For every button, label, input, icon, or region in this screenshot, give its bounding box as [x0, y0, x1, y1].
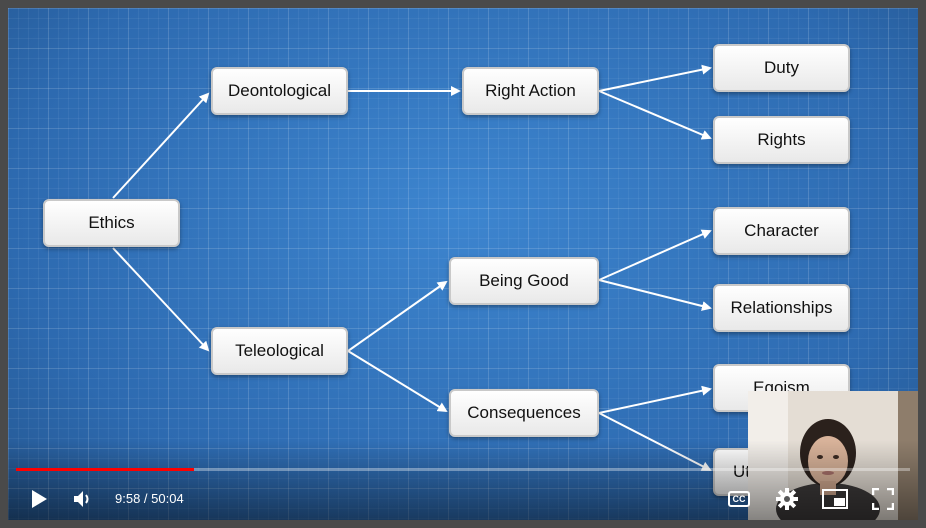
play-icon [32, 490, 47, 508]
arrow-ethics-teleological [112, 247, 210, 352]
node-relationships: Relationships [713, 284, 850, 332]
progress-bar[interactable] [16, 468, 910, 471]
node-rights: Rights [713, 116, 850, 164]
node-being-good: Being Good [449, 257, 599, 305]
fullscreen-button[interactable] [870, 486, 896, 512]
node-character: Character [713, 207, 850, 255]
miniplayer-icon [822, 489, 848, 509]
node-deontological: Deontological [211, 67, 348, 115]
arrow-teleological-consequences [347, 350, 448, 413]
captions-label: CC [732, 494, 746, 504]
volume-icon [74, 491, 89, 507]
video-area[interactable]: Ethics Deontological Teleological Right … [8, 8, 918, 520]
duration: 50:04 [151, 491, 184, 506]
node-right-action: Right Action [462, 67, 599, 115]
diagram-arrows [112, 64, 712, 471]
time-display: 9:58 / 50:04 [115, 491, 184, 506]
node-teleological: Teleological [211, 327, 348, 375]
arrow-consequences-egoism [598, 385, 712, 414]
volume-button[interactable] [70, 486, 96, 512]
arrow-consequences-utilitarianism [598, 412, 712, 471]
arrow-teleological-being-good [347, 280, 448, 352]
node-duty: Duty [713, 44, 850, 92]
presenter-webcam [748, 391, 918, 520]
node-ethics: Ethics [43, 199, 180, 247]
arrow-right-action-duty [598, 64, 712, 92]
settings-button[interactable] [774, 486, 800, 512]
time-separator: / [140, 491, 152, 506]
node-consequences: Consequences [449, 389, 599, 437]
arrow-ethics-deontological [112, 92, 210, 199]
current-time: 9:58 [115, 491, 141, 506]
arrow-right-action-rights [598, 90, 712, 140]
captions-icon: CC [728, 491, 750, 507]
gear-icon [776, 488, 798, 510]
progress-played [16, 468, 194, 471]
fullscreen-icon [872, 488, 894, 510]
player-controls: 9:58 / 50:04 CC [8, 478, 918, 520]
arrow-being-good-relationships [598, 279, 712, 311]
arrow-being-good-character [598, 229, 712, 281]
captions-button[interactable]: CC [725, 486, 753, 512]
play-button[interactable] [26, 486, 52, 512]
miniplayer-button[interactable] [820, 486, 850, 512]
